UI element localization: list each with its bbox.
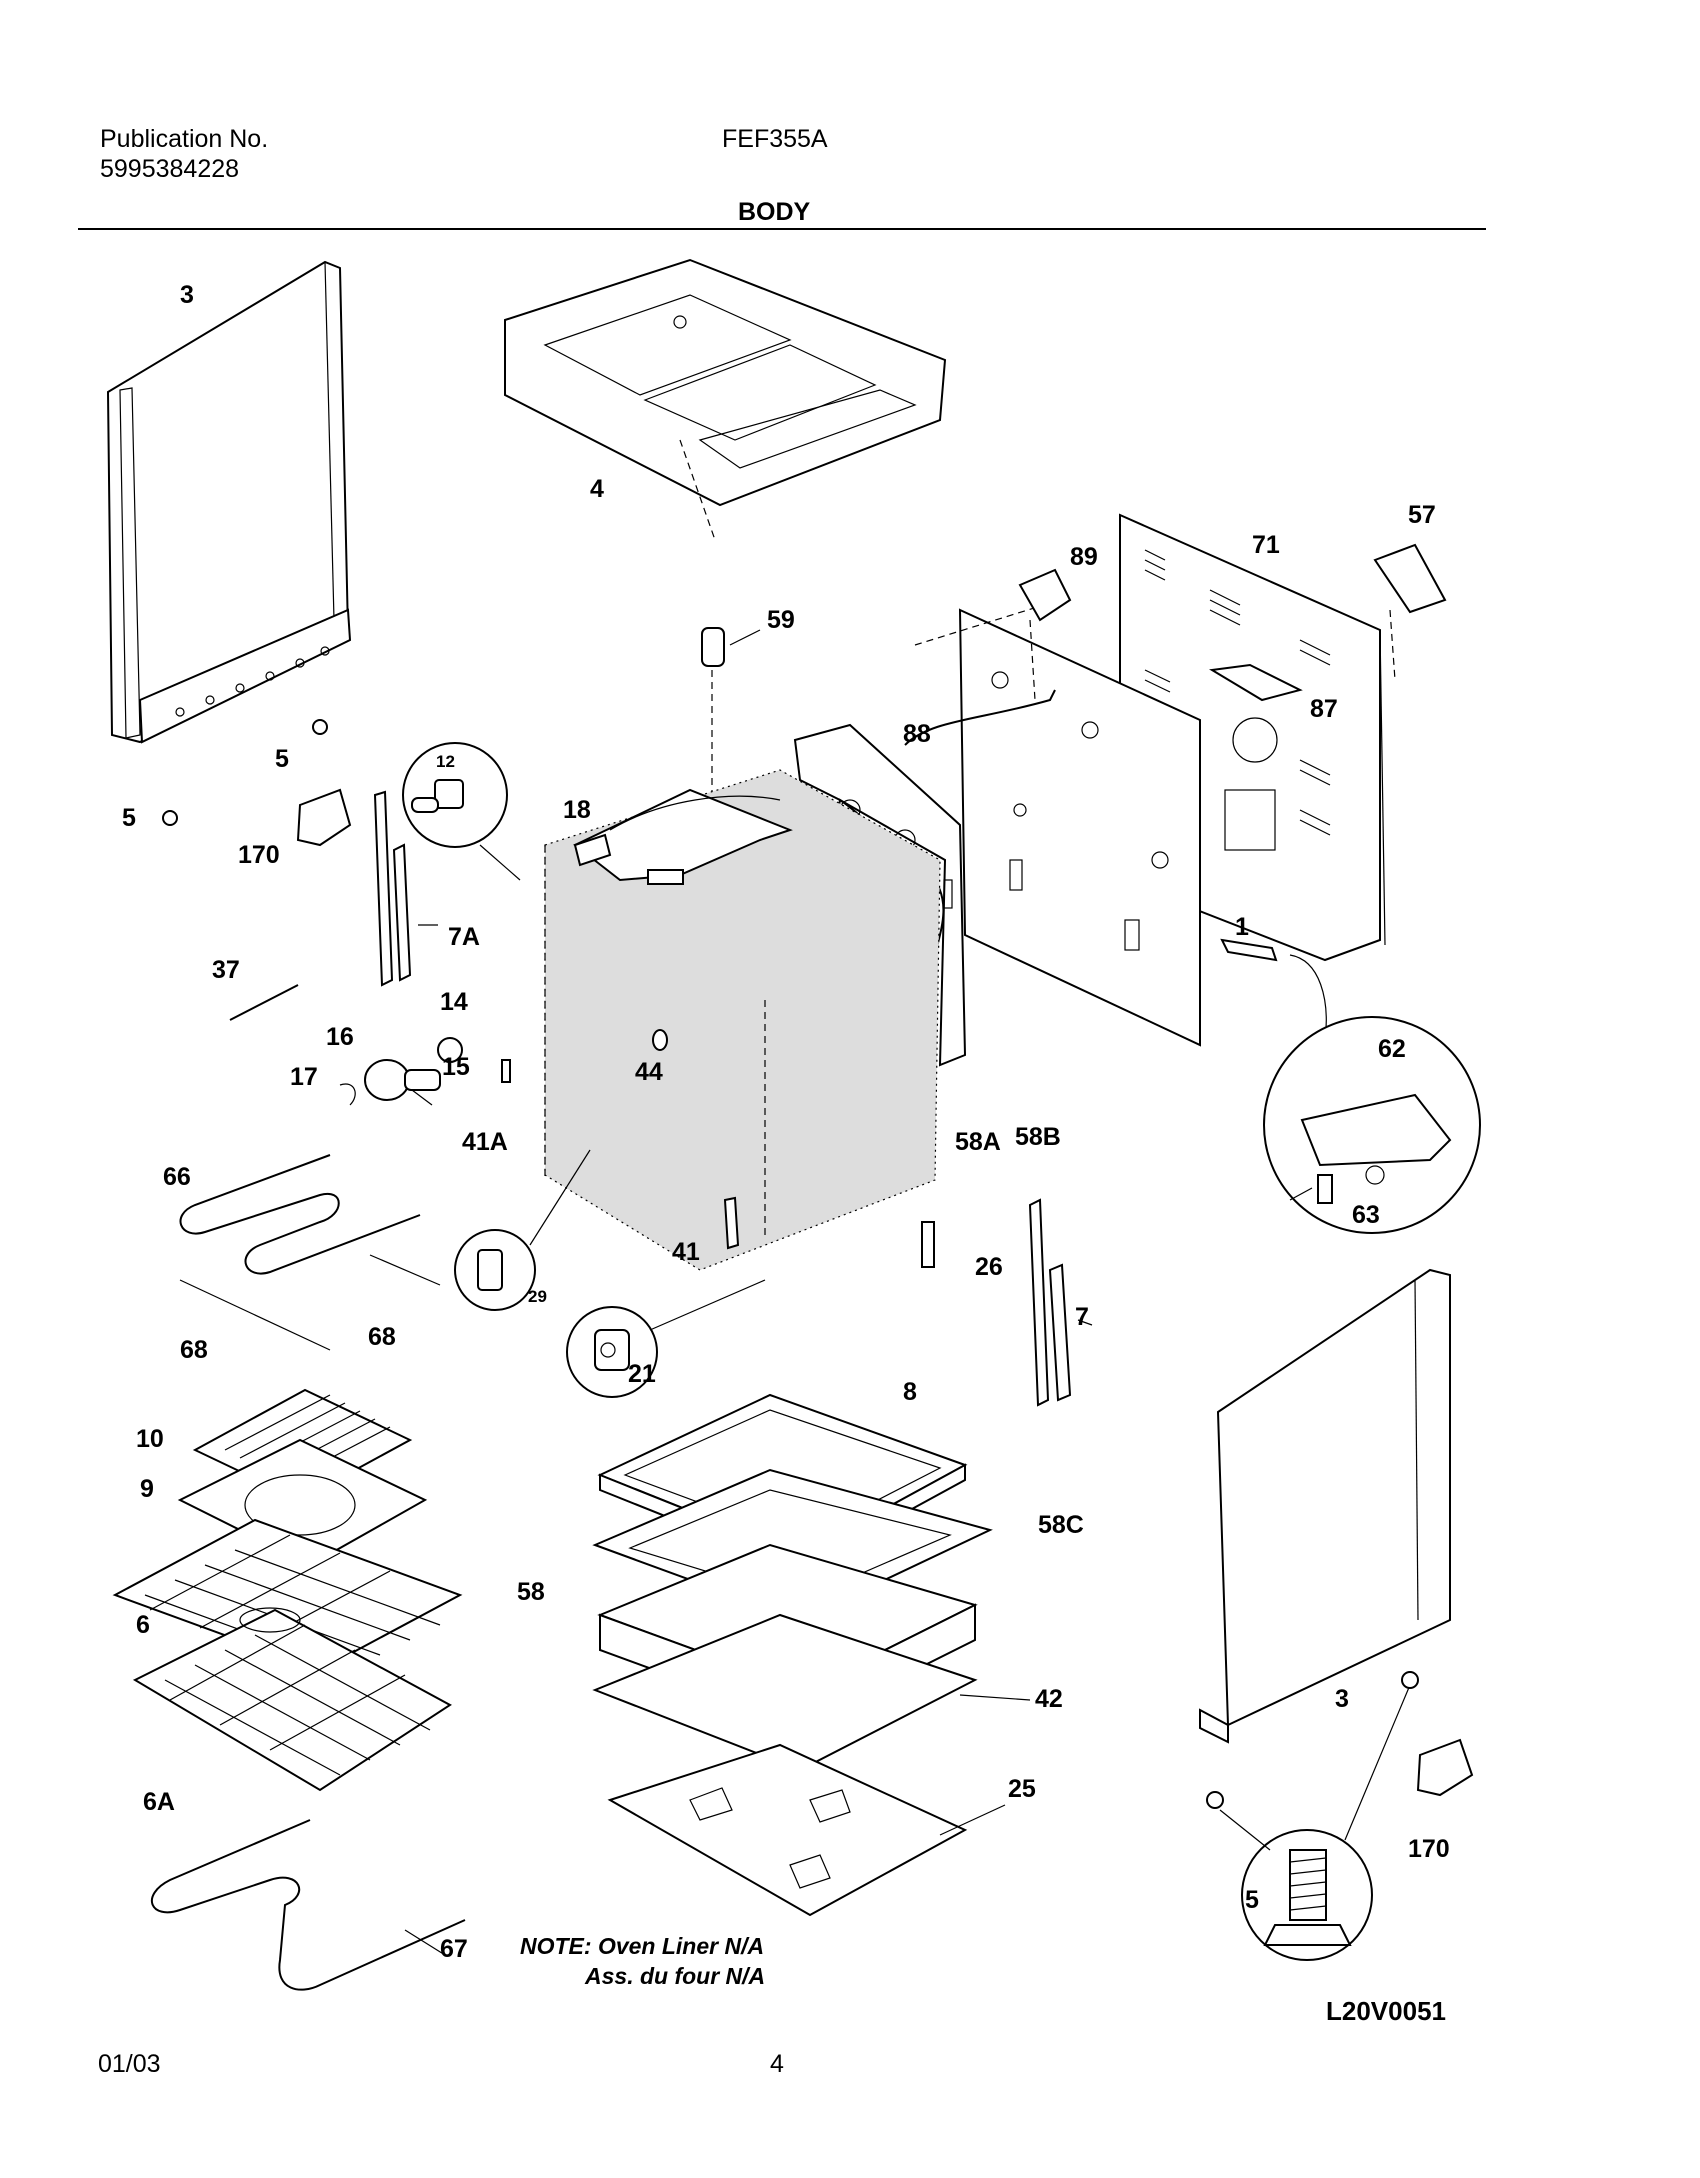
callout-58A: 58A: [955, 1128, 1001, 1156]
hinge-bracket-right: [1028, 1198, 1093, 1407]
model-number: FEF355A: [722, 125, 828, 153]
callout-42: 42: [1035, 1685, 1063, 1713]
note-line-1: NOTE: Oven Liner N/A: [520, 1933, 765, 1959]
clip-41A: [501, 1059, 511, 1083]
callout-18: 18: [563, 796, 591, 824]
callout-87: 87: [1310, 695, 1338, 723]
wire-37: [229, 984, 299, 1021]
page-number: 4: [770, 2050, 784, 2078]
callout-41: 41: [672, 1238, 700, 1266]
bottom-sheet: [607, 1743, 1006, 1917]
side-panel-left: [106, 260, 352, 744]
callout-3-bottom: 3: [1335, 1685, 1349, 1713]
callout-3-top: 3: [180, 281, 194, 309]
note-line-2: Ass. du four N/A: [585, 1963, 766, 1989]
callout-44: 44: [635, 1058, 663, 1086]
callout-14: 14: [440, 988, 468, 1016]
header-rule: [78, 228, 1486, 230]
footer-date: 01/03: [98, 2050, 161, 2078]
mounting-plate: [1209, 663, 1303, 702]
callout-1: 1: [1235, 913, 1249, 941]
cover-plate: [1373, 543, 1447, 614]
detail-circle-29: [454, 1149, 591, 1311]
diagram-code: L20V0051: [1326, 1996, 1446, 2026]
callout-63: 63: [1352, 1201, 1380, 1229]
terminal-block-detail: [1220, 938, 1481, 1234]
callout-16: 16: [326, 1023, 354, 1051]
callout-9: 9: [140, 1475, 154, 1503]
bake-element: [150, 1819, 466, 1991]
broil-element: [179, 1154, 441, 1351]
callout-71: 71: [1252, 531, 1280, 559]
screw-5b: [162, 810, 178, 826]
bracket-170b: [1416, 1738, 1474, 1797]
rear-wall: [914, 599, 1201, 1047]
callout-170-b: 170: [1408, 1835, 1450, 1863]
clip-41: [723, 1196, 740, 1250]
callout-67: 67: [440, 1935, 468, 1963]
callout-170-a: 170: [238, 841, 280, 869]
callout-89: 89: [1070, 543, 1098, 571]
bracket-170a: [296, 788, 352, 847]
clip-44: [652, 1029, 668, 1051]
detail-circle-21: [566, 1279, 766, 1398]
spacer-part: [701, 627, 761, 800]
callout-21: 21: [628, 1360, 656, 1388]
light-assembly: [339, 1037, 463, 1106]
callout-62: 62: [1378, 1035, 1406, 1063]
callout-58C: 58C: [1038, 1511, 1084, 1539]
leveling-leg-detail: [1206, 1671, 1419, 1961]
callout-8: 8: [903, 1378, 917, 1406]
callout-5-c: 5: [1245, 1886, 1259, 1914]
callout-labels: 3 4 59 5 5 170 12 18 88 89 71 57 87 1 7A…: [122, 281, 1450, 1963]
callout-15: 15: [442, 1053, 470, 1081]
callout-58B: 58B: [1015, 1123, 1061, 1151]
screw-5a: [312, 719, 328, 735]
wire-harness: [904, 689, 1056, 746]
callout-7A: 7A: [448, 923, 480, 951]
callout-26: 26: [975, 1253, 1003, 1281]
callout-12: 12: [436, 752, 455, 771]
top-bracket: [1018, 568, 1072, 622]
callout-5-a: 5: [275, 745, 289, 773]
publication-number: 5995384228: [100, 155, 240, 183]
callout-17: 17: [290, 1063, 318, 1091]
detail-circle-12: [402, 742, 521, 881]
clip-26: [921, 1221, 935, 1268]
oven-rack-6A: [132, 1607, 452, 1792]
callout-59: 59: [767, 606, 795, 634]
publication-label: Publication No.: [100, 125, 269, 153]
oven-cavity: [544, 769, 941, 1271]
callout-7: 7: [1075, 1303, 1089, 1331]
callout-10: 10: [136, 1425, 164, 1453]
top-panel: [504, 258, 947, 541]
sensor-bracket: [573, 833, 684, 885]
callout-88: 88: [903, 720, 931, 748]
callout-66: 66: [163, 1163, 191, 1191]
callout-6A: 6A: [143, 1788, 175, 1816]
callout-29: 29: [528, 1287, 547, 1306]
section-title: BODY: [738, 198, 811, 226]
callout-6: 6: [136, 1611, 150, 1639]
callout-25: 25: [1008, 1775, 1036, 1803]
callout-5-b: 5: [122, 804, 136, 832]
callout-37: 37: [212, 956, 240, 984]
base-pan: [592, 1613, 1031, 1772]
callout-68-a: 68: [180, 1336, 208, 1364]
callout-4: 4: [590, 475, 604, 503]
hinge-bracket-left: [373, 790, 438, 987]
callout-41A: 41A: [462, 1128, 508, 1156]
side-panel-right: [1199, 1268, 1451, 1744]
callout-57: 57: [1408, 501, 1436, 529]
callout-68-b: 68: [368, 1323, 396, 1351]
callout-58: 58: [517, 1578, 545, 1606]
